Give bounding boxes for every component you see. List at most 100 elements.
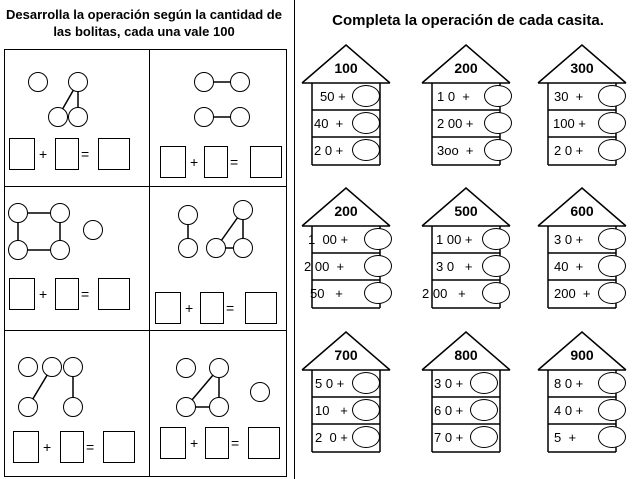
addend-label: 1 00 + <box>436 232 473 247</box>
sum-box[interactable] <box>98 138 130 170</box>
house-row: 2 00 + <box>420 111 512 137</box>
addend-label: 200 + <box>554 286 591 301</box>
answer-oval[interactable] <box>484 85 512 107</box>
answer-oval[interactable] <box>598 399 626 421</box>
house-row: 10 + <box>300 398 392 424</box>
instruction-left: Desarrolla la operación según la cantida… <box>6 7 282 39</box>
house-row: 3 0 + <box>420 254 512 280</box>
bead <box>178 238 198 258</box>
answer-oval[interactable] <box>352 85 380 107</box>
house-row: 50 + <box>300 281 392 307</box>
house-row: 3oo + <box>420 138 512 164</box>
bead <box>63 357 83 377</box>
sum-box[interactable] <box>248 427 280 459</box>
equals-sign: = <box>81 286 90 302</box>
addend-label: 5 0 + <box>315 376 345 391</box>
addend-box[interactable] <box>60 431 84 463</box>
answer-oval[interactable] <box>598 426 626 448</box>
sum-box[interactable] <box>245 292 277 324</box>
addend-label: 2 00 + <box>304 259 345 274</box>
answer-oval[interactable] <box>482 255 510 277</box>
house-row: 40 + <box>536 254 628 280</box>
addend-box[interactable] <box>160 146 186 178</box>
bead <box>230 107 250 127</box>
addend-box[interactable] <box>9 138 35 170</box>
plus-sign: + <box>43 439 52 455</box>
bead <box>209 358 229 378</box>
answer-oval[interactable] <box>352 112 380 134</box>
grid-divider-vertical <box>149 50 150 476</box>
bead <box>50 240 70 260</box>
answer-oval[interactable] <box>598 85 626 107</box>
plus-sign: + <box>185 300 194 316</box>
house-row: 3 0 + <box>420 371 512 397</box>
bead <box>209 397 229 417</box>
addend-label: 50 + <box>310 286 343 301</box>
answer-oval[interactable] <box>598 282 626 304</box>
answer-oval[interactable] <box>470 399 498 421</box>
addend-box[interactable] <box>160 427 186 459</box>
sum-box[interactable] <box>250 146 282 178</box>
addend-label: 30 + <box>554 89 584 104</box>
bead <box>178 205 198 225</box>
answer-oval[interactable] <box>598 372 626 394</box>
equals-sign: = <box>230 154 239 170</box>
house-roof <box>301 187 391 227</box>
answer-oval[interactable] <box>470 426 498 448</box>
house-roof <box>421 187 511 227</box>
answer-oval[interactable] <box>482 228 510 250</box>
addend-label: 3 0 + <box>436 259 473 274</box>
answer-oval[interactable] <box>484 112 512 134</box>
addend-box[interactable] <box>205 427 229 459</box>
answer-oval[interactable] <box>598 139 626 161</box>
addend-box[interactable] <box>13 431 39 463</box>
answer-oval[interactable] <box>364 282 392 304</box>
house-roof <box>537 331 627 371</box>
answer-oval[interactable] <box>352 426 380 448</box>
house-row: 6 0 + <box>420 398 512 424</box>
answer-oval[interactable] <box>364 228 392 250</box>
answer-oval[interactable] <box>482 282 510 304</box>
bead-connectors <box>185 367 220 408</box>
addend-box[interactable] <box>200 292 224 324</box>
bead <box>233 200 253 220</box>
bead <box>42 357 62 377</box>
house-row: 5 + <box>536 425 628 451</box>
bead <box>194 72 214 92</box>
answer-oval[interactable] <box>352 399 380 421</box>
answer-oval[interactable] <box>484 139 512 161</box>
answer-oval[interactable] <box>364 255 392 277</box>
house-row: 1 00 + <box>420 227 512 253</box>
addend-box[interactable] <box>9 278 35 310</box>
house-roof <box>537 187 627 227</box>
house-number: 500 <box>454 203 478 219</box>
answer-oval[interactable] <box>598 255 626 277</box>
addend-label: 2 0 + <box>554 143 584 158</box>
house-row: 1 00 + <box>300 227 392 253</box>
addend-box[interactable] <box>55 138 79 170</box>
bead <box>68 72 88 92</box>
answer-oval[interactable] <box>598 112 626 134</box>
addend-box[interactable] <box>204 146 228 178</box>
addend-box[interactable] <box>55 278 79 310</box>
addend-box[interactable] <box>155 292 181 324</box>
answer-oval[interactable] <box>352 372 380 394</box>
addend-label: 7 0 + <box>434 430 464 445</box>
house-row: 100 + <box>536 111 628 137</box>
grid-divider-horizontal <box>5 186 286 187</box>
sum-box[interactable] <box>103 431 135 463</box>
sum-box[interactable] <box>98 278 130 310</box>
house-roof <box>301 331 391 371</box>
house-number: 600 <box>570 203 594 219</box>
equals-sign: = <box>81 146 90 162</box>
house-row: 1 0 + <box>420 84 512 110</box>
answer-oval[interactable] <box>352 139 380 161</box>
answer-oval[interactable] <box>598 228 626 250</box>
answer-oval[interactable] <box>470 372 498 394</box>
